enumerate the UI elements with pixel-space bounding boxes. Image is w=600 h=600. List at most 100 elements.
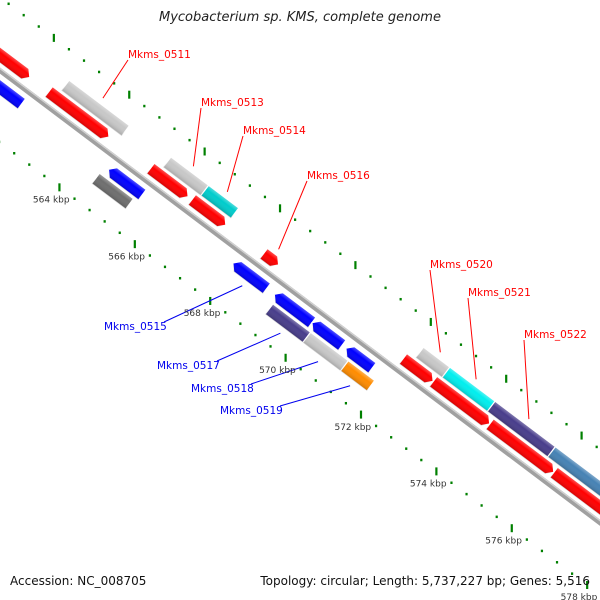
feature-fwd-cds[interactable]: [398, 352, 437, 386]
gene-label-mkms-0514[interactable]: Mkms_0514: [243, 125, 306, 137]
feature-fwd-gene[interactable]: [546, 445, 600, 507]
feature-shading: [44, 86, 109, 139]
minor-tick: [390, 436, 393, 439]
feature-shading: [429, 376, 490, 426]
minor-tick: [158, 116, 161, 119]
minor-tick: [43, 174, 46, 178]
feature-rev-gene[interactable]: [90, 172, 135, 210]
gene-label-mkms-0519[interactable]: Mkms_0519: [220, 405, 283, 417]
kbp-label: 576 kbp: [485, 536, 522, 546]
feature-shading: [549, 467, 600, 520]
gene-mkms-0515[interactable]: [229, 258, 272, 295]
gene-label-mkms-0516[interactable]: Mkms_0516: [307, 170, 370, 182]
gene-label-mkms-0521[interactable]: Mkms_0521: [468, 287, 531, 299]
feature-fwd-cds[interactable]: [484, 417, 558, 478]
feature-shading: [232, 261, 271, 294]
minor-tick: [450, 481, 453, 485]
minor-tick: [22, 13, 25, 17]
gene-mkms-0519[interactable]: [339, 359, 376, 392]
minor-tick: [555, 561, 559, 564]
minor-tick: [474, 354, 478, 358]
major-tick: [510, 524, 513, 533]
gene-label-mkms-0511[interactable]: Mkms_0511: [128, 49, 191, 61]
feature-shading: [399, 353, 434, 383]
feature-fwd-cds[interactable]: [187, 193, 230, 230]
major-tick: [284, 353, 287, 362]
gene-label-mkms-0515[interactable]: Mkms_0515: [104, 321, 167, 333]
minor-tick: [309, 229, 312, 233]
feature-shading: [163, 156, 209, 196]
gene-label-mkms-0517[interactable]: Mkms_0517: [157, 360, 220, 372]
map-title: Mycobacterium sp. KMS, complete genome: [159, 10, 441, 25]
gene-label-mkms-0513[interactable]: Mkms_0513: [201, 97, 264, 109]
minor-tick: [248, 184, 251, 187]
feature-fwd-cds[interactable]: [428, 375, 493, 429]
minor-tick: [369, 275, 372, 278]
feature-shading: [274, 292, 316, 328]
minor-tick: [399, 297, 402, 301]
feature-shading: [0, 71, 26, 110]
minor-tick: [535, 400, 538, 403]
minor-tick: [224, 311, 227, 314]
minor-tick: [540, 549, 544, 553]
gene-mkms-0514[interactable]: [199, 184, 240, 220]
callout-line: [429, 269, 441, 353]
major-tick: [203, 147, 206, 156]
feature-rev-cds[interactable]: [270, 289, 317, 329]
feature-shading: [188, 194, 226, 227]
major-tick: [435, 467, 438, 476]
kbp-label: 578 kbp: [561, 593, 598, 600]
feature-shading: [259, 248, 279, 267]
feature-fwd-cds[interactable]: [549, 466, 600, 523]
minor-tick: [233, 172, 236, 176]
genome-backbone: [0, 38, 600, 584]
minor-tick: [239, 322, 242, 325]
gene-label-mkms-0520[interactable]: Mkms_0520: [430, 259, 493, 271]
gene-label-mkms-0518[interactable]: Mkms_0518: [191, 383, 254, 395]
minor-tick: [73, 197, 76, 200]
kbp-label: 570 kbp: [259, 366, 296, 376]
kbp-label: 568 kbp: [184, 309, 221, 319]
minor-tick: [414, 309, 417, 312]
feature-shading: [487, 401, 556, 457]
feature-shading: [146, 163, 189, 199]
backbone-highlight: [0, 38, 600, 582]
major-tick: [58, 183, 61, 192]
callout-line: [226, 135, 244, 192]
feature-rev-cds[interactable]: [0, 67, 27, 110]
minor-tick: [82, 59, 86, 62]
minor-tick: [294, 218, 297, 221]
minor-tick: [550, 411, 553, 415]
feature-shading: [547, 446, 600, 506]
minor-tick: [173, 127, 176, 131]
gene-mkms-0511[interactable]: [60, 79, 131, 137]
feature-rev-cds[interactable]: [308, 317, 347, 352]
callout-line: [523, 339, 530, 420]
major-tick: [505, 374, 508, 383]
feature-fwd-cds[interactable]: [145, 162, 193, 202]
accession-text: Accession: NC_008705: [10, 574, 147, 588]
feature-fwd-cds[interactable]: [43, 85, 113, 142]
backbone-line: [0, 38, 600, 584]
feature-rev-cds[interactable]: [105, 164, 148, 201]
minor-tick: [299, 367, 302, 371]
minor-tick: [344, 401, 348, 405]
minor-tick: [163, 265, 167, 269]
minor-tick: [67, 47, 71, 51]
feature-shading: [340, 360, 375, 391]
major-tick: [580, 431, 583, 440]
minor-tick: [459, 343, 463, 346]
minor-tick: [565, 422, 568, 426]
gene-label-mkms-0522[interactable]: Mkms_0522: [524, 329, 587, 341]
major-tick: [278, 204, 282, 213]
feature-rev-cds[interactable]: [342, 343, 378, 375]
gene-mkms-0516[interactable]: [258, 247, 283, 270]
minor-tick: [118, 231, 121, 235]
minor-tick: [324, 241, 327, 244]
callout-line: [467, 297, 477, 380]
feature-shading: [61, 80, 130, 137]
minor-tick: [254, 333, 257, 337]
feature-fwd-cds[interactable]: [0, 40, 34, 83]
